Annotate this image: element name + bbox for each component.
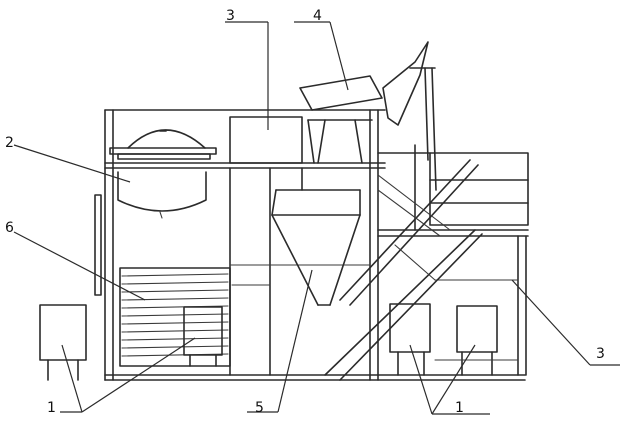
component-3-top-box (229, 116, 303, 164)
inclined-conveyor (324, 159, 483, 381)
label-4: 4 (313, 8, 322, 24)
component-1-container-right-b (456, 305, 498, 376)
component-1-container-right-a (389, 303, 431, 376)
component-2-kettle (109, 129, 217, 219)
component-5-hopper (271, 167, 361, 306)
label-5: 5 (255, 400, 264, 416)
label-2: 2 (5, 135, 14, 151)
right-structure (377, 144, 529, 376)
label-1-left: 1 (47, 400, 56, 416)
component-1-container-center (183, 306, 223, 367)
label-6: 6 (5, 220, 14, 236)
component-1-container-left (39, 304, 87, 381)
side-plate (94, 194, 102, 296)
component-4-feeder (299, 41, 437, 191)
label-3-top: 3 (226, 8, 235, 24)
leader-lines (13, 21, 620, 415)
label-3-right: 3 (596, 346, 605, 362)
label-1-right: 1 (455, 400, 464, 416)
